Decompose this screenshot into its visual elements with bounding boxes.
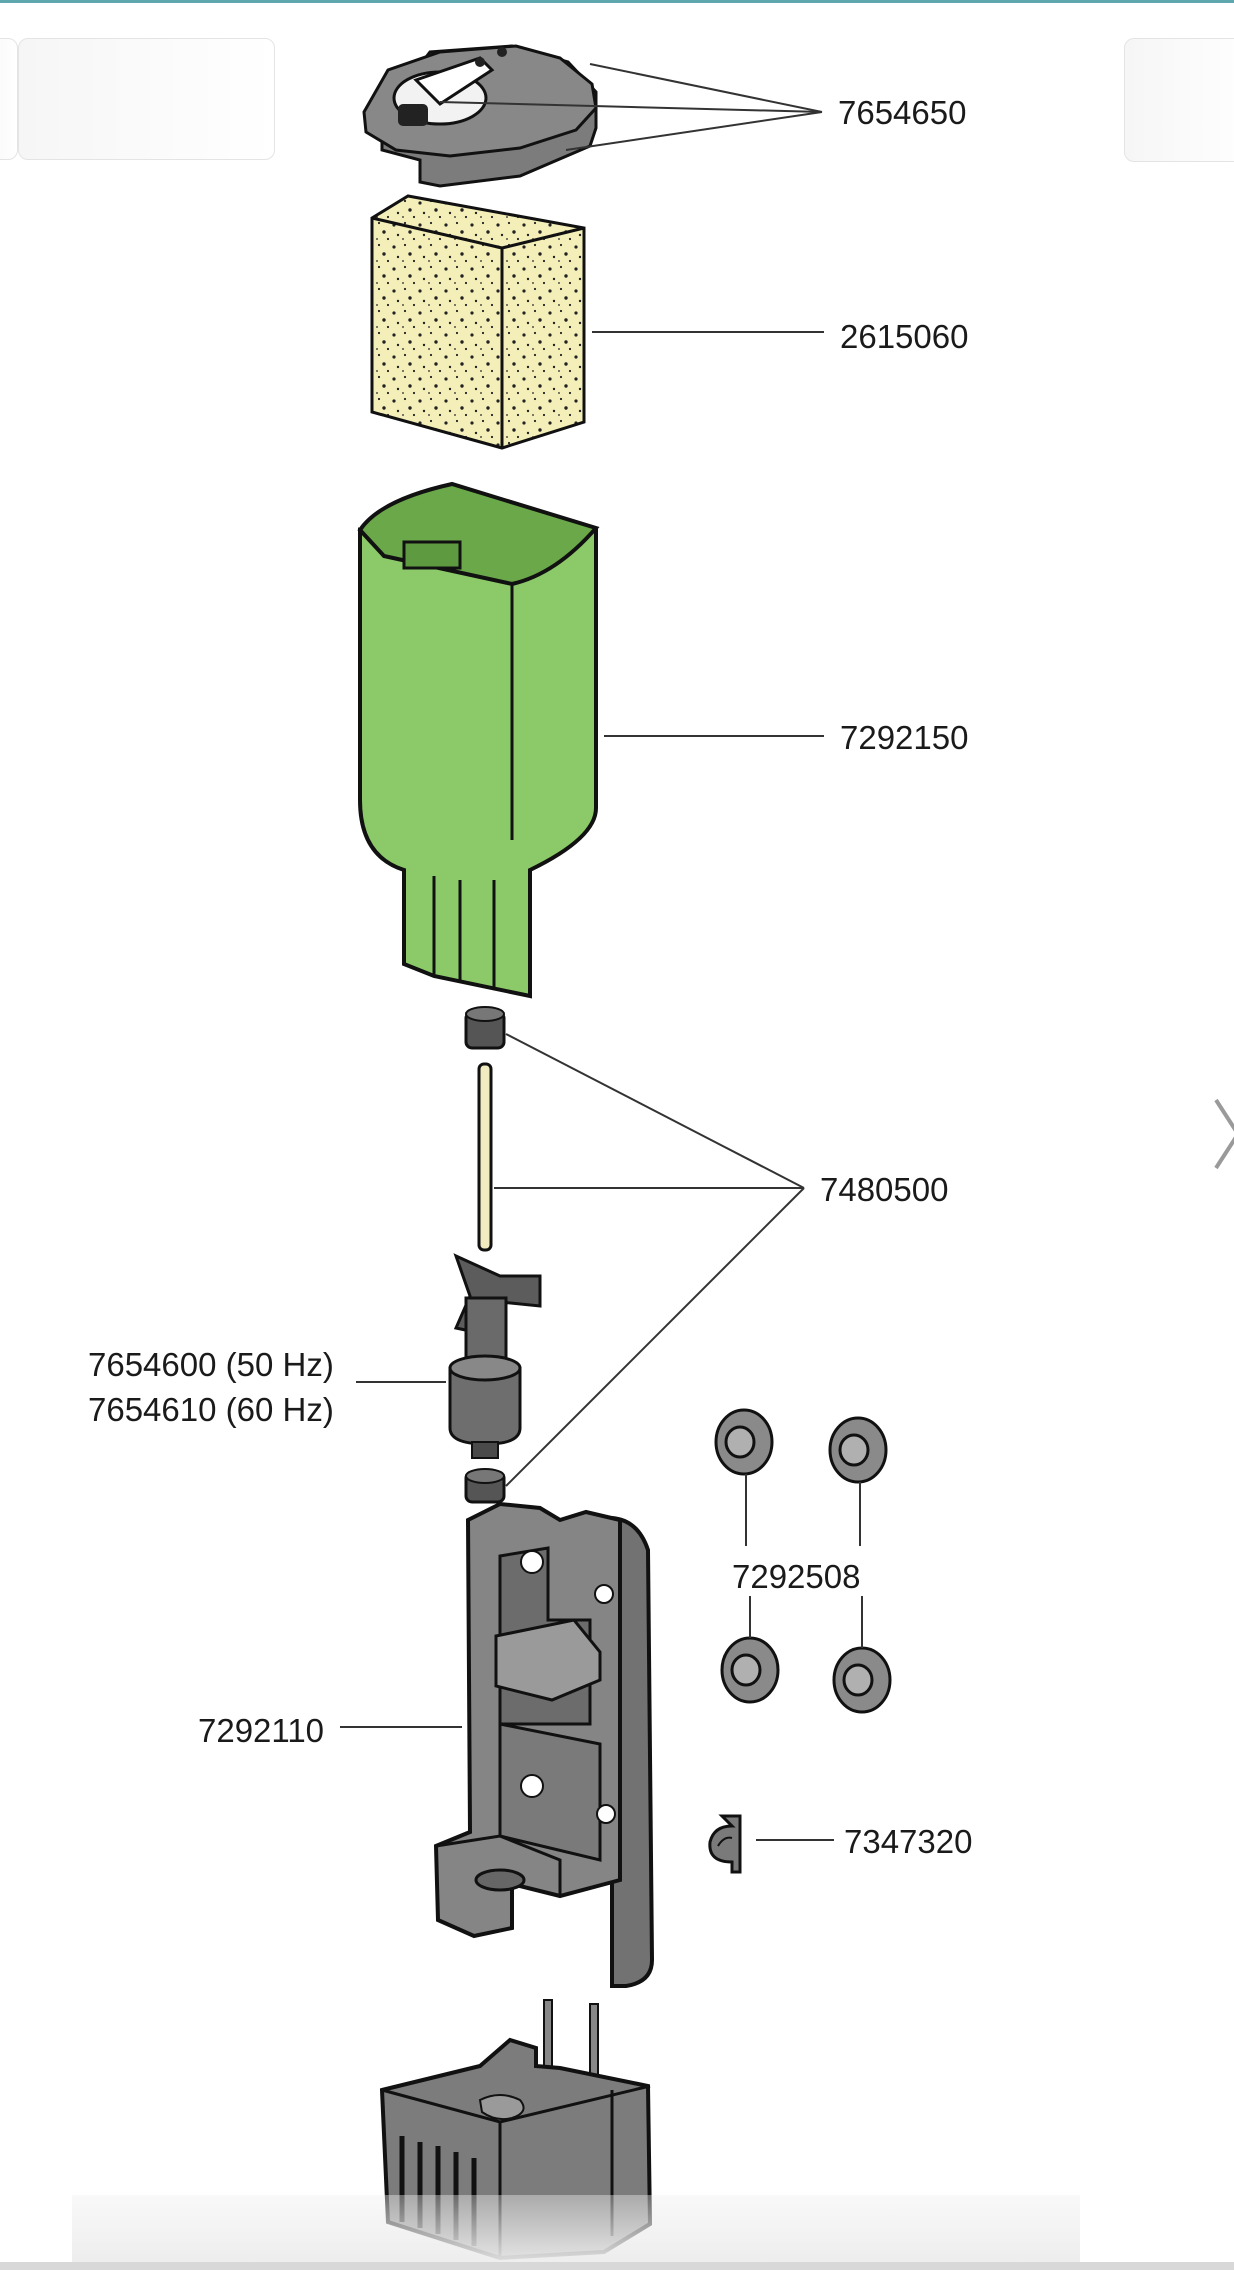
top-accent-rule [0, 0, 1234, 3]
bottom-edge [0, 2262, 1234, 2270]
suction-cups-part [714, 1408, 892, 1714]
bottom-shade [72, 2195, 1080, 2270]
prev-card-edge[interactable] [0, 38, 18, 160]
impeller-part [356, 1253, 542, 1459]
prev-card[interactable] [18, 38, 275, 160]
part-number-impeller-50hz: 7654600 (50 Hz) [88, 1346, 334, 1383]
part-number-clip: 7347320 [844, 1823, 973, 1860]
part-number-housing: 7292150 [840, 719, 969, 756]
part-number-sponge: 2615060 [840, 318, 969, 355]
filter-housing-part [357, 481, 824, 999]
sponge-part [370, 194, 824, 450]
next-card[interactable] [1124, 38, 1234, 162]
lid-part [362, 44, 823, 188]
part-number-impeller-60hz: 7654610 (60 Hz) [88, 1391, 334, 1428]
chevron-right-icon[interactable] [1212, 1096, 1234, 1172]
clip-part [708, 1814, 834, 1874]
shaft-bearings-part [464, 1006, 805, 1504]
part-number-motor-bracket: 7292110 [198, 1712, 325, 1749]
part-number-lid: 7654650 [838, 94, 967, 131]
motor-bracket-part [340, 1501, 655, 1988]
part-number-shaft-bearings: 7480500 [820, 1171, 949, 1208]
part-number-suction-cups: 7292508 [732, 1558, 861, 1595]
